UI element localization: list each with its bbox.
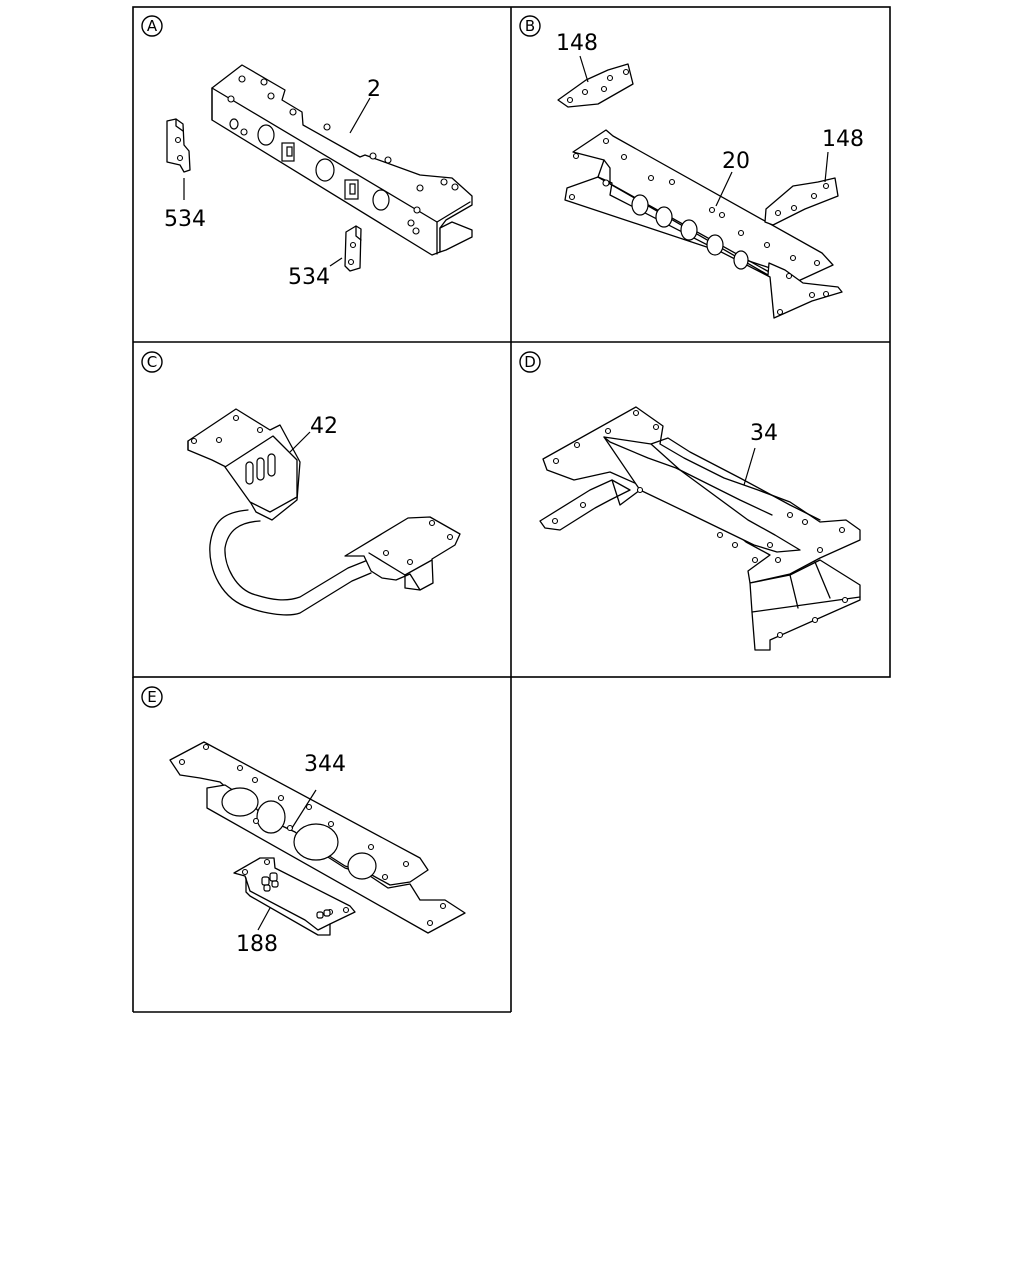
panel-d: D [519,351,861,651]
crossmember-icon [211,64,473,256]
callout-534-left: 534 [164,207,206,232]
grid-frame [132,6,891,1013]
callout-34: 34 [750,421,778,446]
panel-badge-d: D [519,351,541,373]
bracket-icon [166,118,191,173]
callout-20: 20 [722,149,750,174]
crossmember-icon [169,741,466,934]
crossmember-icon [564,129,843,319]
svg-text:A: A [147,17,158,35]
gusset-plate-icon [557,63,634,108]
panel-c: C 42 [141,351,461,616]
callout-148-right: 148 [822,127,864,152]
panel-badge-e: E [141,686,163,708]
panel-a: A [141,15,473,290]
panel-b: B 148 [519,15,864,319]
callout-188: 188 [236,932,278,957]
callout-534-bottom: 534 [288,265,330,290]
bracket-icon [233,857,356,936]
panel-badge-c: C [141,351,163,373]
svg-text:D: D [524,353,536,371]
callout-344: 344 [304,752,346,777]
bracket-icon [344,225,362,272]
callout-42: 42 [310,414,338,439]
svg-text:E: E [147,688,156,706]
panel-badge-a: A [141,15,163,37]
crossmember-assembly-icon [539,406,861,651]
crossmember-icon [187,408,461,616]
panel-e: E 344 [141,686,466,957]
callout-148-top: 148 [556,31,598,56]
svg-text:C: C [147,353,157,371]
gusset-plate-icon [764,177,839,226]
callout-2: 2 [367,77,381,102]
panel-badge-b: B [519,15,541,37]
svg-text:B: B [525,17,535,35]
